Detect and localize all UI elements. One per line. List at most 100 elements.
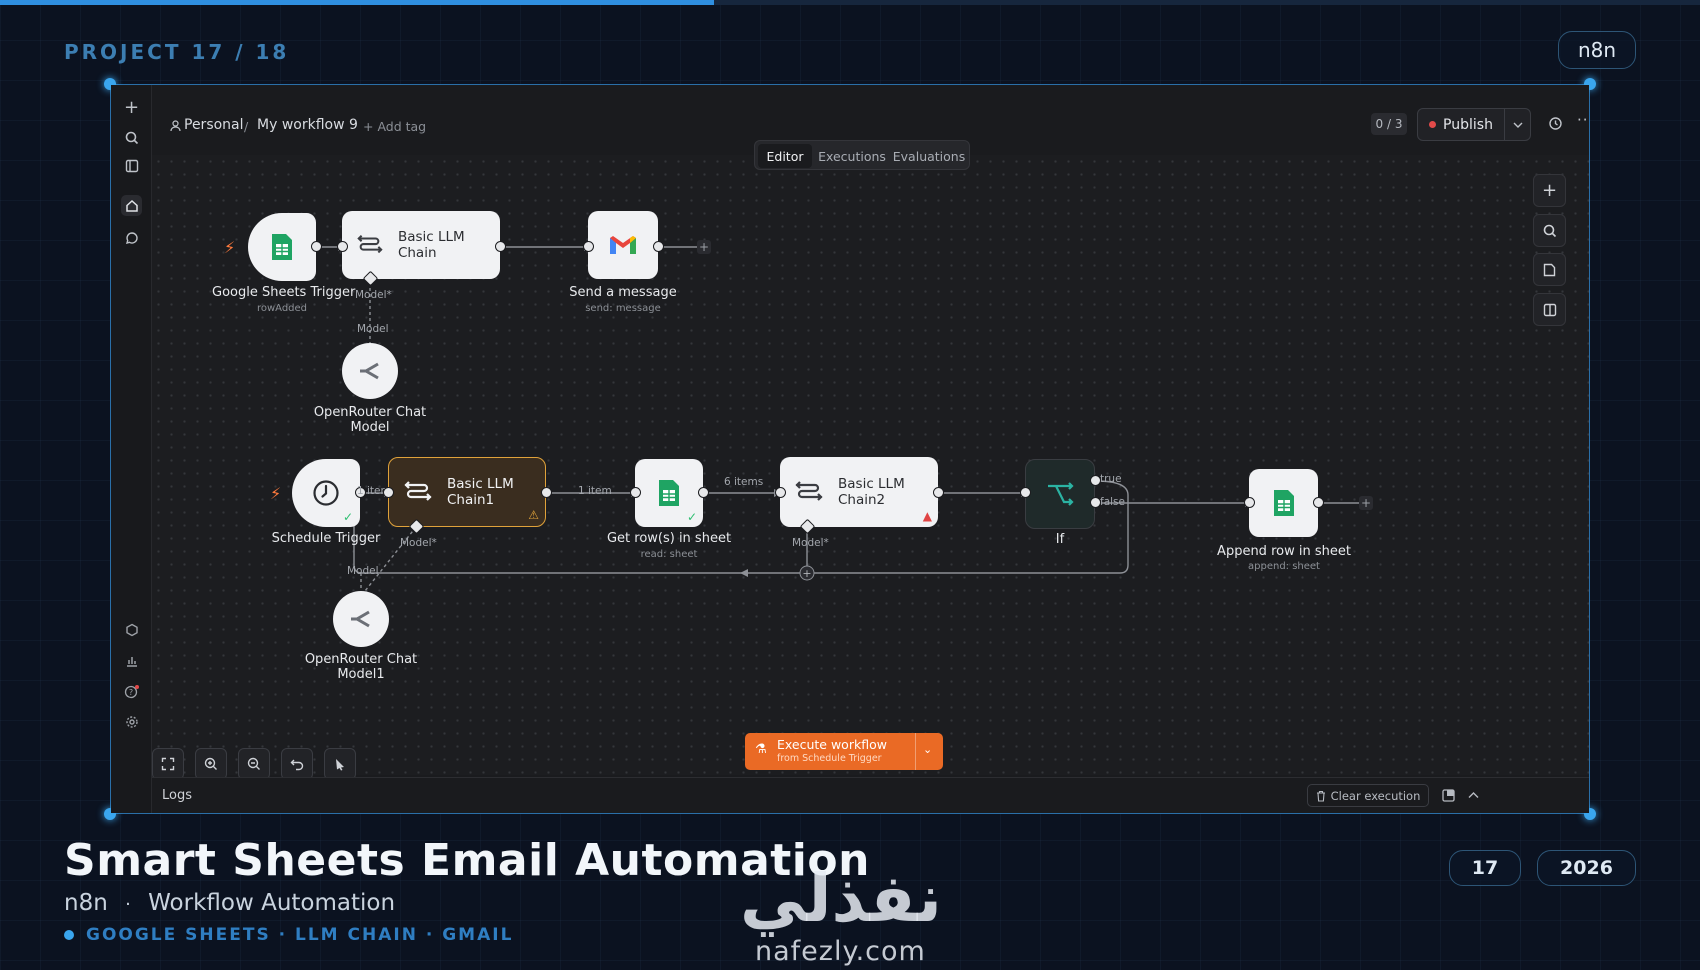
- node-title: Schedule Trigger: [271, 531, 381, 546]
- tab-executions[interactable]: Executions: [818, 148, 886, 164]
- edge-label-model: Model: [347, 565, 379, 577]
- add-icon[interactable]: +: [123, 97, 140, 118]
- openrouter-icon: [351, 610, 370, 628]
- svg-text:+: +: [802, 567, 811, 580]
- tab-editor[interactable]: Editor: [758, 144, 812, 168]
- execute-label: Execute workflow: [777, 737, 887, 752]
- google-sheets-icon: [272, 234, 292, 260]
- canvas-add-node-button[interactable]: +: [1533, 174, 1566, 207]
- tags-text: GOOGLE SHEETS · LLM CHAIN · GMAIL: [86, 925, 514, 945]
- publish-button[interactable]: Publish: [1418, 109, 1504, 140]
- left-sidebar: + ?: [111, 85, 152, 813]
- port-out[interactable]: [311, 241, 322, 252]
- node-label: Basic LLM Chain: [397, 229, 465, 261]
- chevron-down-icon[interactable]: ⌄: [923, 743, 933, 756]
- node-title-line: OpenRouter Chat: [313, 405, 427, 420]
- settings-icon[interactable]: [121, 711, 142, 732]
- node-label-line: Chain1: [447, 492, 495, 508]
- success-check-icon: ✓: [343, 510, 354, 524]
- port-out[interactable]: [933, 487, 944, 498]
- clear-execution-button[interactable]: Clear execution: [1307, 784, 1429, 807]
- slide-subtitle: n8n · Workflow Automation: [64, 890, 395, 916]
- help-icon[interactable]: ?: [121, 681, 142, 702]
- tidy-up-button[interactable]: [324, 748, 356, 780]
- canvas-panel-button[interactable]: [1533, 293, 1566, 326]
- search-icon: [1543, 224, 1556, 237]
- panel-icon: [1543, 303, 1556, 316]
- warning-icon: ⚠: [528, 508, 539, 522]
- execute-workflow-button[interactable]: ⚗ Execute workflow from Schedule Trigger…: [745, 733, 943, 770]
- port-in[interactable]: [583, 241, 594, 252]
- add-node-plus-3: +: [799, 565, 815, 581]
- edge-chain1-model: [364, 526, 417, 592]
- add-tag-link[interactable]: + Add tag: [363, 119, 427, 134]
- search-icon[interactable]: [121, 127, 142, 148]
- port-in[interactable]: [383, 487, 394, 498]
- subtitle-separator: ·: [125, 894, 131, 915]
- canvas-search-button[interactable]: [1533, 214, 1566, 247]
- canvas-note-button[interactable]: [1533, 253, 1566, 286]
- edge-label-model-req: Model*: [400, 537, 437, 549]
- chevron-down-icon[interactable]: [1504, 109, 1530, 140]
- zoom-out-button[interactable]: [238, 748, 270, 780]
- node-title: If: [1055, 532, 1065, 547]
- svg-text:+: +: [699, 240, 709, 254]
- port-in[interactable]: [775, 487, 786, 498]
- edge-label-items: 6 items: [724, 476, 764, 488]
- port-in[interactable]: [1244, 497, 1255, 508]
- port-in[interactable]: [337, 241, 348, 252]
- tab-evaluations[interactable]: Evaluations: [892, 148, 966, 164]
- port-in[interactable]: [1020, 487, 1031, 498]
- history-icon[interactable]: [1548, 116, 1563, 131]
- node-get-rows-in-sheet[interactable]: [635, 459, 703, 527]
- breadcrumb-separator: /: [244, 119, 249, 134]
- port-out[interactable]: [355, 487, 366, 498]
- node-basic-llm-chain[interactable]: Basic LLM Chain: [342, 211, 500, 279]
- workflow-canvas[interactable]: + + + ⚡ Google Sheets Trigger rowAdded B…: [152, 155, 1589, 775]
- add-node-plus-1: +: [697, 240, 711, 254]
- node-subtitle: rowAdded: [256, 303, 308, 314]
- node-if[interactable]: [1025, 459, 1095, 529]
- fit-view-button[interactable]: [152, 748, 184, 780]
- google-sheets-icon: [659, 480, 679, 506]
- port-out[interactable]: [698, 487, 709, 498]
- node-google-sheets-trigger[interactable]: [248, 213, 316, 281]
- port-out-true[interactable]: [1090, 475, 1101, 486]
- node-send-message[interactable]: [588, 211, 658, 279]
- port-out[interactable]: [541, 487, 552, 498]
- port-out[interactable]: [495, 241, 506, 252]
- port-out[interactable]: [653, 241, 664, 252]
- logs-label[interactable]: Logs: [162, 788, 192, 803]
- insights-icon[interactable]: [121, 650, 142, 671]
- undo-button[interactable]: [281, 748, 313, 780]
- panel-icon[interactable]: [121, 155, 142, 176]
- templates-icon[interactable]: [121, 619, 142, 640]
- home-icon[interactable]: [121, 195, 142, 216]
- port-in[interactable]: [630, 487, 641, 498]
- port-out[interactable]: [1313, 497, 1324, 508]
- node-append-row-in-sheet[interactable]: [1249, 469, 1318, 537]
- chat-icon[interactable]: [121, 227, 142, 248]
- llm-chain-icon: [404, 481, 432, 501]
- add-node-plus-2: +: [1359, 496, 1373, 510]
- run-counter-badge: 0 / 3: [1371, 113, 1407, 135]
- port-out-false[interactable]: [1090, 497, 1101, 508]
- node-schedule-trigger[interactable]: [292, 459, 360, 527]
- node-openrouter-chat-model1[interactable]: [333, 591, 389, 647]
- workflow-name[interactable]: My workflow 9: [257, 117, 358, 133]
- node-label-line: Chain2: [838, 492, 886, 508]
- chevron-up-icon[interactable]: [1468, 791, 1479, 799]
- node-subtitle: send: message: [585, 303, 661, 314]
- year-badge: 2026: [1537, 850, 1636, 886]
- zoom-in-button[interactable]: [195, 748, 227, 780]
- edge-label-true: true: [1100, 473, 1122, 485]
- clear-execution-label: Clear execution: [1330, 788, 1421, 803]
- node-openrouter-chat-model[interactable]: [342, 343, 398, 399]
- more-options-icon[interactable]: ···: [1577, 111, 1589, 129]
- svg-text:?: ?: [128, 688, 132, 697]
- popout-icon[interactable]: [1442, 789, 1455, 802]
- llm-chain-icon: [795, 481, 823, 501]
- breadcrumb-personal[interactable]: Personal: [184, 117, 244, 133]
